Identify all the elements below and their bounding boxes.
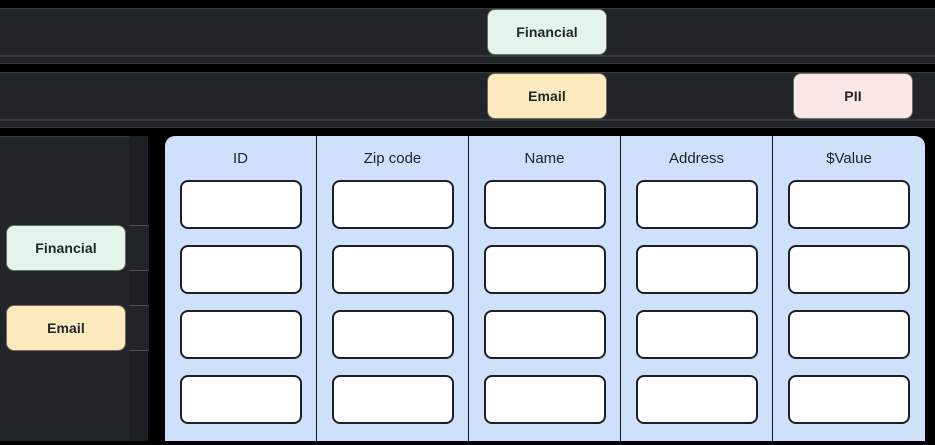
tag-chip-pii-top[interactable]: PII	[793, 73, 913, 119]
table-column: Address	[621, 136, 773, 445]
column-header: $Value	[826, 150, 872, 167]
column-header: Zip code	[363, 150, 422, 167]
table-cell[interactable]	[635, 245, 758, 294]
column-header: Name	[524, 150, 565, 167]
table-column: Name	[469, 136, 621, 445]
table-cell[interactable]	[483, 310, 606, 359]
tag-drop-row-2[interactable]	[0, 72, 935, 120]
table-column: $Value	[773, 136, 925, 445]
table-cell[interactable]	[179, 310, 302, 359]
column-cells	[773, 180, 925, 440]
sidebar-tag-chip-email[interactable]: Email	[6, 305, 126, 351]
table-column: Zip code	[317, 136, 469, 445]
column-cells	[317, 180, 468, 440]
table-cell[interactable]	[788, 245, 910, 294]
tag-drop-row-2-underlay	[0, 120, 935, 128]
tag-drop-row-1-underlay	[0, 56, 935, 64]
table-cell[interactable]	[179, 245, 302, 294]
table-cell[interactable]	[635, 310, 758, 359]
table-cell[interactable]	[331, 310, 454, 359]
table-cell[interactable]	[483, 180, 606, 229]
table-cell[interactable]	[788, 375, 910, 424]
tag-chip-financial-top[interactable]: Financial	[487, 9, 607, 55]
sidebar-panel	[0, 136, 148, 445]
bottom-clip-edge	[0, 441, 935, 445]
table-cell[interactable]	[331, 245, 454, 294]
table-cell[interactable]	[483, 245, 606, 294]
tag-chip-email-top[interactable]: Email	[487, 73, 607, 119]
table-column: ID	[165, 136, 317, 445]
table-cell[interactable]	[483, 375, 606, 424]
sidebar-tag-chip-financial[interactable]: Financial	[6, 225, 126, 271]
table-cell[interactable]	[179, 375, 302, 424]
table-cell[interactable]	[331, 180, 454, 229]
table-cell[interactable]	[331, 375, 454, 424]
table-cell[interactable]	[635, 180, 758, 229]
column-cells	[165, 180, 316, 440]
sidebar-rail	[129, 136, 148, 445]
table-cell[interactable]	[788, 180, 910, 229]
sidebar-slot-email[interactable]	[129, 305, 149, 351]
table-cell[interactable]	[179, 180, 302, 229]
column-header: Address	[668, 150, 725, 167]
column-cells	[621, 180, 772, 440]
sidebar-slot-financial[interactable]	[129, 225, 149, 271]
table-cell[interactable]	[788, 310, 910, 359]
column-cells	[469, 180, 620, 440]
column-header: ID	[233, 150, 248, 167]
table-cell[interactable]	[635, 375, 758, 424]
data-table: ID Zip code Name Address $Value	[165, 136, 925, 445]
tag-drop-row-1[interactable]	[0, 8, 935, 56]
